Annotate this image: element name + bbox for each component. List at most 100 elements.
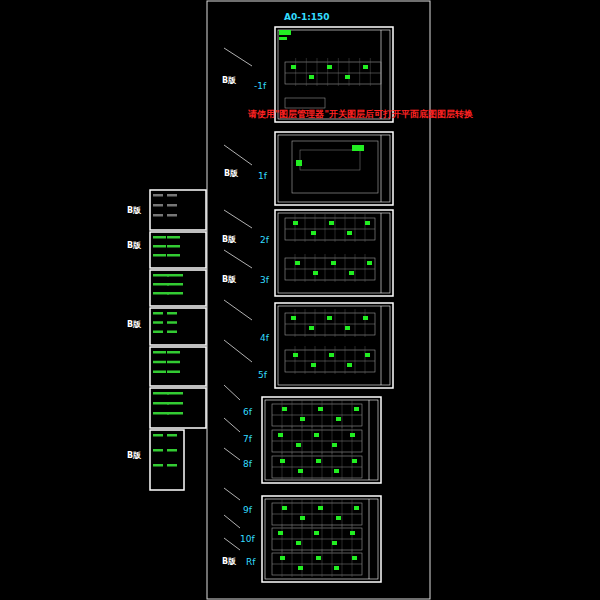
grid-line: [282, 400, 283, 428]
leader-line: [224, 340, 252, 362]
version-label: B版: [222, 77, 236, 85]
equipment-mark: [280, 556, 285, 560]
grid-line: [282, 524, 283, 552]
grid-line: [332, 549, 333, 577]
grid-line: [325, 346, 326, 374]
sheet-frame: [275, 132, 393, 205]
title-strip: [381, 135, 382, 202]
grid-line: [322, 400, 323, 428]
grid-line: [352, 452, 353, 480]
grid-line: [338, 58, 339, 86]
grid-line: [302, 499, 303, 527]
corridor: [272, 539, 362, 540]
grid-line: [335, 254, 336, 282]
grid-line: [295, 254, 296, 282]
floor-plan: [285, 218, 375, 240]
note-block: [153, 464, 163, 467]
note-block: [153, 351, 166, 354]
corridor: [285, 73, 381, 74]
sheet-frame: [150, 190, 206, 230]
grid-line: [322, 524, 323, 552]
equipment-mark: [347, 231, 352, 235]
note-block: [153, 274, 169, 277]
grid-line: [305, 346, 306, 374]
floor-label: -1f: [254, 82, 266, 91]
grid-line: [365, 254, 366, 282]
corridor: [285, 229, 375, 230]
grid-line: [342, 524, 343, 552]
floor-plan: [272, 404, 362, 426]
site-plan: [292, 141, 378, 193]
note-block: [153, 331, 163, 334]
equipment-mark: [280, 459, 285, 463]
sheet-frame: [262, 397, 381, 483]
grid-line: [335, 346, 336, 374]
grid-line: [342, 549, 343, 577]
note-block: [153, 321, 163, 324]
note-block: [153, 361, 166, 364]
leader-line: [224, 210, 252, 228]
equipment-mark: [291, 316, 296, 320]
grid-line: [335, 214, 336, 242]
equipment-mark: [363, 65, 368, 69]
note-block: [167, 204, 177, 207]
sheet-frame: [262, 496, 381, 582]
note-block: [167, 402, 183, 405]
grid-line: [306, 58, 307, 86]
floor-plan: [272, 456, 362, 478]
grid-line: [352, 400, 353, 428]
equipment-mark: [365, 353, 370, 357]
sheet-border: [278, 306, 390, 385]
floor-label: Rf: [246, 558, 255, 567]
equipment-mark: [316, 459, 321, 463]
grid-line: [325, 254, 326, 282]
note-block: [167, 214, 177, 217]
note-block: [167, 236, 180, 239]
leader-line: [224, 145, 252, 165]
sheet-border: [278, 213, 390, 293]
note-block: [153, 236, 166, 239]
equipment-mark: [313, 271, 318, 275]
grid-line: [325, 309, 326, 337]
grid-line: [312, 499, 313, 527]
equipment-mark: [334, 566, 339, 570]
equipment-mark: [295, 261, 300, 265]
grid-line: [305, 214, 306, 242]
corridor: [272, 415, 362, 416]
grid-line: [345, 346, 346, 374]
note-block: [153, 204, 163, 207]
grid-line: [342, 426, 343, 454]
corridor: [272, 467, 362, 468]
equipment-mark: [327, 65, 332, 69]
grid-line: [325, 214, 326, 242]
equipment-mark: [282, 506, 287, 510]
grid-line: [352, 499, 353, 527]
note-block: [153, 392, 169, 395]
note-block: [167, 449, 177, 452]
version-label: B版: [222, 558, 236, 566]
grid-line: [332, 400, 333, 428]
grid-line: [302, 524, 303, 552]
grid-line: [292, 426, 293, 454]
legend-block: [279, 30, 291, 35]
sheet-border: [265, 400, 378, 480]
equipment-mark: [329, 353, 334, 357]
grid-line: [292, 499, 293, 527]
equipment-mark: [316, 556, 321, 560]
grid-line: [282, 549, 283, 577]
corridor: [285, 324, 375, 325]
grid-line: [332, 452, 333, 480]
grid-line: [302, 549, 303, 577]
floor-label: 2f: [260, 236, 269, 245]
grid-line: [342, 499, 343, 527]
equipment-mark: [331, 261, 336, 265]
grid-line: [355, 214, 356, 242]
note-block: [167, 292, 183, 295]
equipment-mark: [309, 75, 314, 79]
sheet-border: [278, 135, 390, 202]
equipment-mark: [314, 433, 319, 437]
note-block: [167, 194, 177, 197]
floor-label: A0-1:150: [284, 13, 330, 22]
equipment-mark: [347, 363, 352, 367]
